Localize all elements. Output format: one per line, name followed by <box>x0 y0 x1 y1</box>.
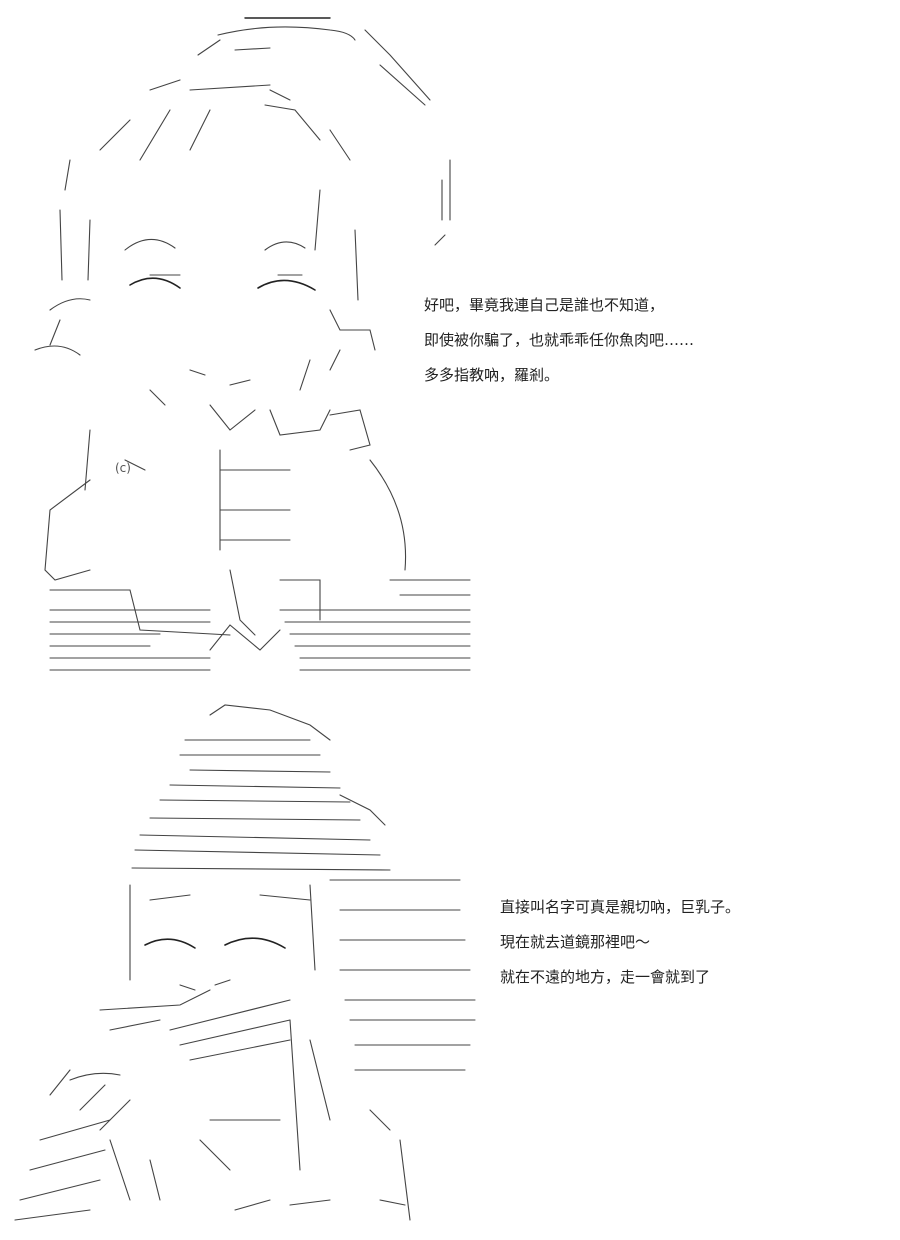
dialogue-line: 即使被你騙了，也就乖乖任你魚肉吧…… <box>424 331 695 349</box>
svg-text:(c): (c) <box>115 461 131 475</box>
dialogue-line: 就在不遠的地方，走一會就到了 <box>500 968 711 986</box>
panel-2: 直接叫名字可真是親切吶，巨乳子。 現在就去道鏡那裡吧～ 就在不遠的地方，走一會就… <box>0 690 900 1240</box>
dialogue-line: 現在就去道鏡那裡吧～ <box>500 933 651 951</box>
dialogue-1: 好吧，畢竟我連自己是誰也不知道， 即使被你騙了，也就乖乖任你魚肉吧…… 多多指教… <box>424 288 694 393</box>
ascii-art-cat-girl: (c) <box>30 10 480 680</box>
dialogue-line: 好吧，畢竟我連自己是誰也不知道， <box>424 296 665 314</box>
dialogue-line: 多多指教吶，羅剎。 <box>424 366 560 384</box>
ascii-art-long-haired-girl <box>10 700 490 1225</box>
cat-girl-illustration: (c) <box>34 17 471 671</box>
dialogue-line: 直接叫名字可真是親切吶，巨乳子。 <box>500 898 741 916</box>
panel-1: (c) 好吧，畢竟我連自己是誰也不知道， 即使被你騙了，也就乖乖任你魚肉吧…… … <box>30 10 694 680</box>
long-haired-girl-illustration <box>14 704 476 1221</box>
dialogue-2: 直接叫名字可真是親切吶，巨乳子。 現在就去道鏡那裡吧～ 就在不遠的地方，走一會就… <box>500 890 740 995</box>
